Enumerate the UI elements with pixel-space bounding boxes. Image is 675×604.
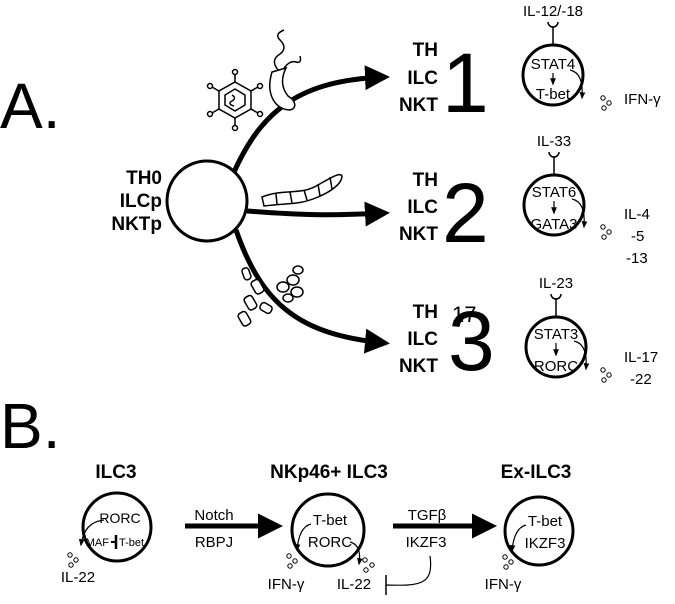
transition-2-below: IKZF3 [406,534,447,551]
source-label-ilcp: ILCp [120,191,162,212]
lineage-3-secretion-icon [600,367,612,383]
nkp46-tf-1: T-bet [313,512,348,529]
lineage-1-type-th: TH [413,40,438,61]
lineage-3-superscript: 17 [452,302,476,327]
fungus-icon [237,265,304,327]
arrow-to-lineage-3 [233,229,390,354]
lineage-1-output: IFN-γ [624,91,661,108]
lineage-2-type-ilc: ILC [407,197,438,218]
ilc3-cell [81,491,153,563]
lineage-1-tf-top: STAT4 [531,56,575,73]
lineage-1-type-nkt: NKT [399,95,438,116]
ilc3-maf: MAF [86,537,110,549]
lineage-2-type-th: TH [413,170,438,191]
lineage-3-type-ilc: ILC [407,329,438,350]
lineage-2-receptor-icon [548,151,560,158]
bacterium-icon [269,29,302,111]
panel-a-label: A. [0,70,60,142]
lineage-1-secretion-icon [600,95,612,111]
lineage-3-output-1: IL-17 [624,349,658,366]
ex-ilc3-title: Ex-ILC3 [501,462,572,483]
source-label-th0: TH0 [126,168,162,189]
ilc3-tbet: T-bet [119,537,144,549]
ikzf3-inhibition-line [385,555,432,586]
ilc3-tf: RORC [99,510,140,526]
nkp46-secretion-right-icon [362,557,375,573]
virus-icon [206,68,264,132]
lineage-1-cytokine-input: IL-12/-18 [523,3,583,20]
nkp46-ilc3-cell [290,492,366,568]
lineage-1-tf-bottom: T-bet [536,86,571,103]
ex-ilc3-tf-1: T-bet [528,513,563,530]
panel-b-label: B. [0,390,60,462]
lineage-3-output-2: -22 [630,371,652,388]
lineage-3-type-nkt: NKT [399,356,438,377]
source-label-nktp: NKTp [111,214,162,235]
transition-1-below: RBPJ [195,534,233,551]
lineage-1-receptor-icon [547,21,559,28]
lineage-2-output-3: -13 [626,250,648,267]
progenitor-cell [165,159,249,243]
arrow-to-lineage-2 [246,201,390,227]
transition-2-above: TGFβ [408,507,447,524]
lineage-3-type-th: TH [413,302,438,323]
transition-1-above: Notch [194,507,233,524]
lineage-3-number: 3 [448,294,495,388]
lineage-2-cytokine-input: IL-33 [537,133,571,150]
nkp46-output-left: IFN-γ [268,576,305,593]
lineage-2-output-2: -5 [631,228,644,245]
ex-ilc3-tf-2: IKZF3 [525,535,566,552]
ilc3-output: IL-22 [61,569,95,586]
lineage-2-secretion-icon [600,224,612,240]
lineage-2-output-1: IL-4 [624,206,650,223]
lineage-3-tf-bottom: RORC [534,358,578,375]
ex-ilc3-output: IFN-γ [485,576,522,593]
lineage-1-number: 1 [442,36,489,130]
lineage-2-type-nkt: NKT [399,224,438,245]
lineage-1-type-ilc: ILC [407,68,438,89]
lineage-2-number: 2 [442,166,489,260]
ilc3-secretion-icon [67,552,79,568]
ilc3-title: ILC3 [95,462,136,483]
lineage-3-cytokine-input: IL-23 [539,275,573,292]
worm-icon [261,173,343,207]
lineage-3-receptor-icon [550,293,562,300]
lineage-2-tf-bottom: GATA3 [531,216,578,233]
nkp46-tf-2: RORC [308,534,352,551]
lineage-2-tf-top: STAT6 [532,184,576,201]
nkp46-ilc3-title: NKp46+ ILC3 [270,462,388,483]
nkp46-output-right: IL-22 [337,576,371,593]
arrow-to-lineage-1 [231,65,390,174]
nkp46-secretion-left-icon [286,553,298,569]
ex-ilc3-secretion-icon [502,554,514,570]
lineage-3-tf-top: STAT3 [534,326,578,343]
ex-ilc3-cell [503,495,575,567]
